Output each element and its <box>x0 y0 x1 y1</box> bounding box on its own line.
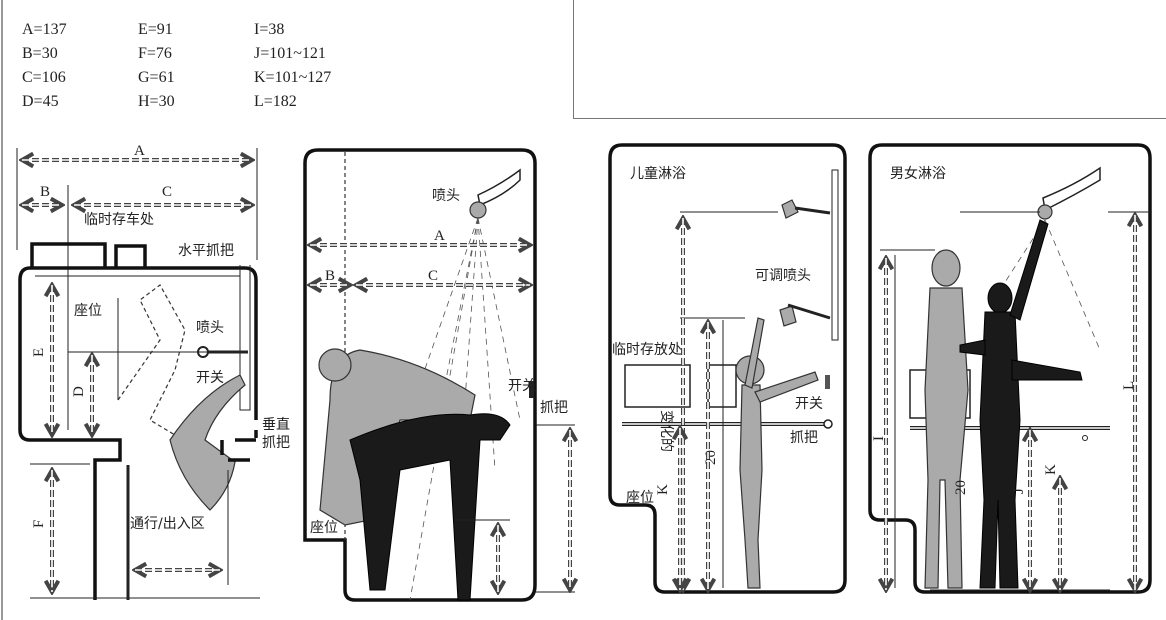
label-adjustable-head: 可调喷头 <box>755 268 811 284</box>
label-seat: 座位 <box>74 303 102 319</box>
child-figure-icon <box>735 317 819 589</box>
dim-label-j: J <box>1011 488 1027 494</box>
panel-child-shower: 儿童淋浴 可调喷头 临时存放处 开关 抓把 座位 K 变化的 20 <box>608 143 847 594</box>
label-seat: 座位 <box>310 520 338 536</box>
panel-section-seated-shower: 喷头 A B C 开关 抓把 座位 <box>303 148 575 602</box>
dim-label-k: K <box>655 484 671 495</box>
legend-item: C=106 <box>22 69 66 86</box>
label-switch: 开关 <box>196 370 224 386</box>
legend-item: I=38 <box>254 21 285 38</box>
label-grab-bar: 抓把 <box>790 430 818 446</box>
label-switch: 开关 <box>795 396 823 412</box>
page-edge-rule <box>1 0 3 620</box>
panel-title: 男女淋浴 <box>890 165 946 182</box>
empty-frame <box>573 0 1166 119</box>
panel-adult-shower: 男女淋浴 L I 20 J K <box>868 143 1152 594</box>
legend-item: A=137 <box>22 21 67 38</box>
legend-item: J=101~121 <box>254 45 326 62</box>
adult-figure-gray-icon <box>924 249 969 589</box>
dim-label-b: B <box>40 184 50 200</box>
dim-label-k: K <box>1043 464 1059 475</box>
dim-label-c: C <box>162 184 172 200</box>
label-access-zone: 通行/出入区 <box>130 516 205 532</box>
adult-figure-dark-icon <box>959 219 1083 589</box>
dimension-legend: A=137 E=91 I=38 B=30 F=76 J=101~121 C=10… <box>22 20 394 112</box>
dim-label-d: D <box>71 386 87 397</box>
legend-item: H=30 <box>138 93 175 110</box>
legend-item: K=101~127 <box>254 69 332 86</box>
dim-label-a: A <box>134 143 145 159</box>
legend-item: G=61 <box>138 69 175 86</box>
dim-label-c: C <box>428 268 438 284</box>
dim-label-e: E <box>31 348 47 357</box>
label-temp-parking: 临时存车处 <box>84 211 154 228</box>
dim-label-20: 20 <box>703 450 719 465</box>
dim-label-b: B <box>325 268 335 284</box>
legend-item: E=91 <box>138 21 173 38</box>
panel-plan-wheelchair-shower: A B C 临时存车处 水平抓把 座位 喷头 开关 E D F 通行/出入区 <box>16 143 260 600</box>
label-variable: 变化的 <box>658 410 674 452</box>
label-seat: 座位 <box>626 490 654 506</box>
label-vertical-grab-bar: 垂直抓把 <box>262 417 290 451</box>
legend-item: D=45 <box>22 93 59 110</box>
dim-label-a: A <box>434 228 445 244</box>
dim-label-20: 20 <box>953 480 969 495</box>
label-shower-head: 喷头 <box>196 320 224 336</box>
dim-label-f: F <box>31 520 47 528</box>
legend-item: B=30 <box>22 45 58 62</box>
label-shower-head: 喷头 <box>432 188 460 204</box>
panel-title: 儿童淋浴 <box>630 165 686 182</box>
label-grab-bar: 抓把 <box>540 400 568 416</box>
dimension-lines <box>22 160 1135 592</box>
legend-item: L=182 <box>254 93 297 110</box>
label-horizontal-grab-bar: 水平抓把 <box>178 243 234 259</box>
label-temp-storage: 临时存放处 <box>612 342 682 358</box>
legend-item: F=76 <box>138 45 172 62</box>
